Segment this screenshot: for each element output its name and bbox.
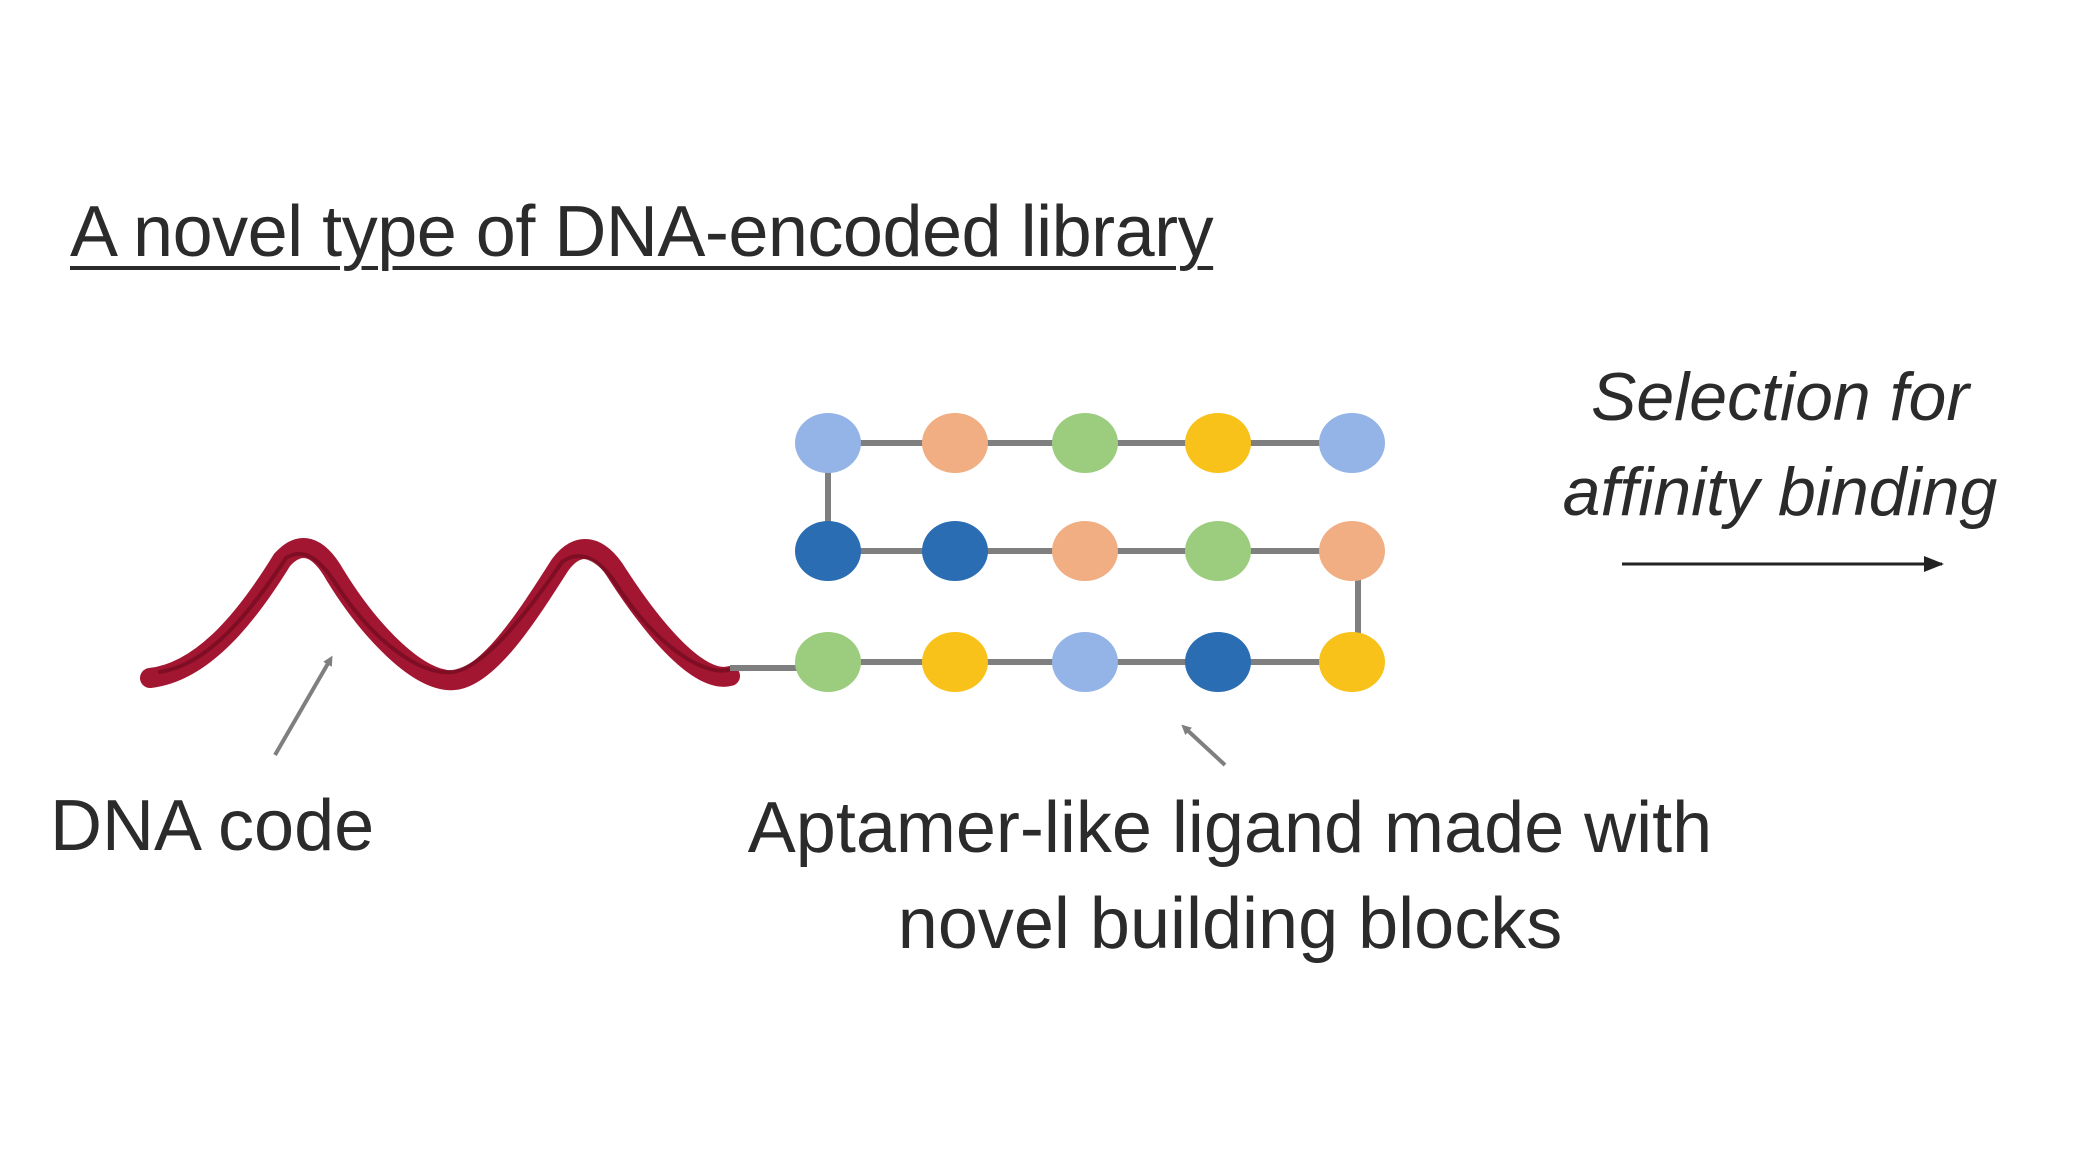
ligand-label-line1: Aptamer-like ligand made with [747, 788, 1713, 868]
ligand-label-line2: novel building blocks [897, 884, 1563, 965]
ligand-label: Aptamer-like ligand made with novel buil… [650, 780, 1810, 973]
building-block-bead [795, 521, 861, 581]
building-block-bead [1319, 521, 1385, 581]
building-block-bead [1185, 521, 1251, 581]
building-block-bead [1052, 632, 1118, 692]
dna-ribbon [140, 538, 740, 691]
building-block-bead [795, 413, 861, 473]
dna-pointer-arrow [273, 655, 333, 757]
selection-label-line1: Selection for [1591, 359, 1969, 435]
building-block-bead [1185, 413, 1251, 473]
building-block-bead [922, 413, 988, 473]
building-block-bead [1052, 521, 1118, 581]
building-block-bead [795, 632, 861, 692]
building-block-bead [1052, 413, 1118, 473]
building-block-bead [1319, 413, 1385, 473]
selection-label-line2: affinity binding [1562, 454, 1998, 531]
diagram-title: A novel type of DNA-encoded library [70, 192, 1214, 272]
dna-code-label: DNA code [50, 786, 375, 866]
building-block-bead [922, 521, 988, 581]
ligand-beads [795, 413, 1385, 692]
building-block-bead [922, 632, 988, 692]
ligand-pointer-arrow [1181, 724, 1227, 767]
selection-label: Selection for affinity binding [1500, 350, 2060, 540]
building-block-bead [1319, 632, 1385, 692]
building-block-bead [1185, 632, 1251, 692]
